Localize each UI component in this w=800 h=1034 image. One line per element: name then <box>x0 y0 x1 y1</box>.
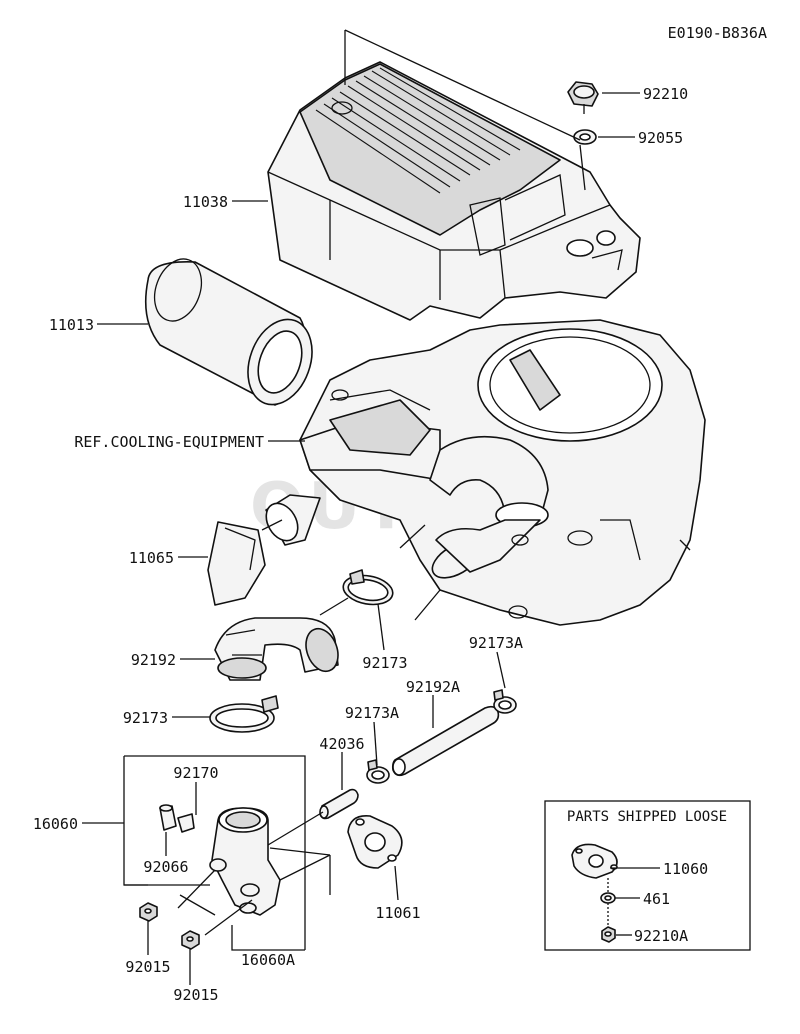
callout-92173-lower: 92173 <box>123 709 168 727</box>
gasket-11061[interactable] <box>347 815 403 869</box>
duct-boot <box>265 494 321 546</box>
callout-92173A-mid: 92173A <box>345 704 399 722</box>
loose-item-11060: 11060 <box>663 860 708 878</box>
air-cleaner-cover[interactable] <box>267 61 641 321</box>
clamp-92173A-mid[interactable] <box>366 759 390 784</box>
air-filter-element[interactable] <box>144 252 324 413</box>
parts-shipped-loose-title: PARTS SHIPPED LOOSE <box>567 809 727 825</box>
nut-92210A[interactable] <box>601 926 616 943</box>
gasket-11060[interactable] <box>571 843 618 879</box>
callout-92173-upper: 92173 <box>362 654 407 672</box>
knob-92210[interactable] <box>567 81 599 114</box>
clamp-92173A-top[interactable] <box>493 689 517 714</box>
air-duct-11065[interactable] <box>207 521 266 606</box>
clamp-92173-lower[interactable] <box>209 695 279 733</box>
callout-92192: 92192 <box>131 651 176 669</box>
leader-lines <box>82 29 640 985</box>
callout-16060A: 16060A <box>241 951 295 969</box>
callout-92015-a: 92015 <box>125 958 170 976</box>
loose-item-92210A: 92210A <box>634 927 688 945</box>
pipe-42036[interactable] <box>319 788 359 820</box>
callout-92170: 92170 <box>173 764 218 782</box>
callout-ref-cooling: REF.COOLING-EQUIPMENT <box>74 433 264 451</box>
clamp-92173-upper[interactable] <box>341 569 395 608</box>
nut-92015-a[interactable] <box>139 902 158 922</box>
nut-92015-b[interactable] <box>181 930 200 950</box>
hose-92192A[interactable] <box>391 705 500 777</box>
callout-11065: 11065 <box>129 549 174 567</box>
callout-92192A: 92192A <box>406 678 460 696</box>
diagram-code: E0190-B836A <box>668 24 767 42</box>
callout-11038: 11038 <box>183 193 228 211</box>
callout-16060: 16060 <box>33 815 78 833</box>
callout-11013: 11013 <box>49 316 94 334</box>
callout-11061: 11061 <box>375 904 420 922</box>
parts-shipped-loose-box: PARTS SHIPPED LOOSE 11060 461 92210A <box>544 800 751 951</box>
cap-92066[interactable] <box>159 804 177 831</box>
washer-92055[interactable] <box>573 129 597 145</box>
callout-42036: 42036 <box>319 735 364 753</box>
elbow-hose-92192[interactable] <box>214 617 344 681</box>
washer-461[interactable] <box>600 892 616 904</box>
callout-92015-b: 92015 <box>173 986 218 1004</box>
callout-92066: 92066 <box>143 858 188 876</box>
callout-92055: 92055 <box>638 129 683 147</box>
clamp-92170[interactable] <box>177 813 195 833</box>
callout-92210: 92210 <box>643 85 688 103</box>
cooling-housing <box>299 319 706 626</box>
loose-item-461: 461 <box>643 890 670 908</box>
fitting-16060[interactable] <box>209 807 281 916</box>
callout-92173A-top: 92173A <box>469 634 523 652</box>
